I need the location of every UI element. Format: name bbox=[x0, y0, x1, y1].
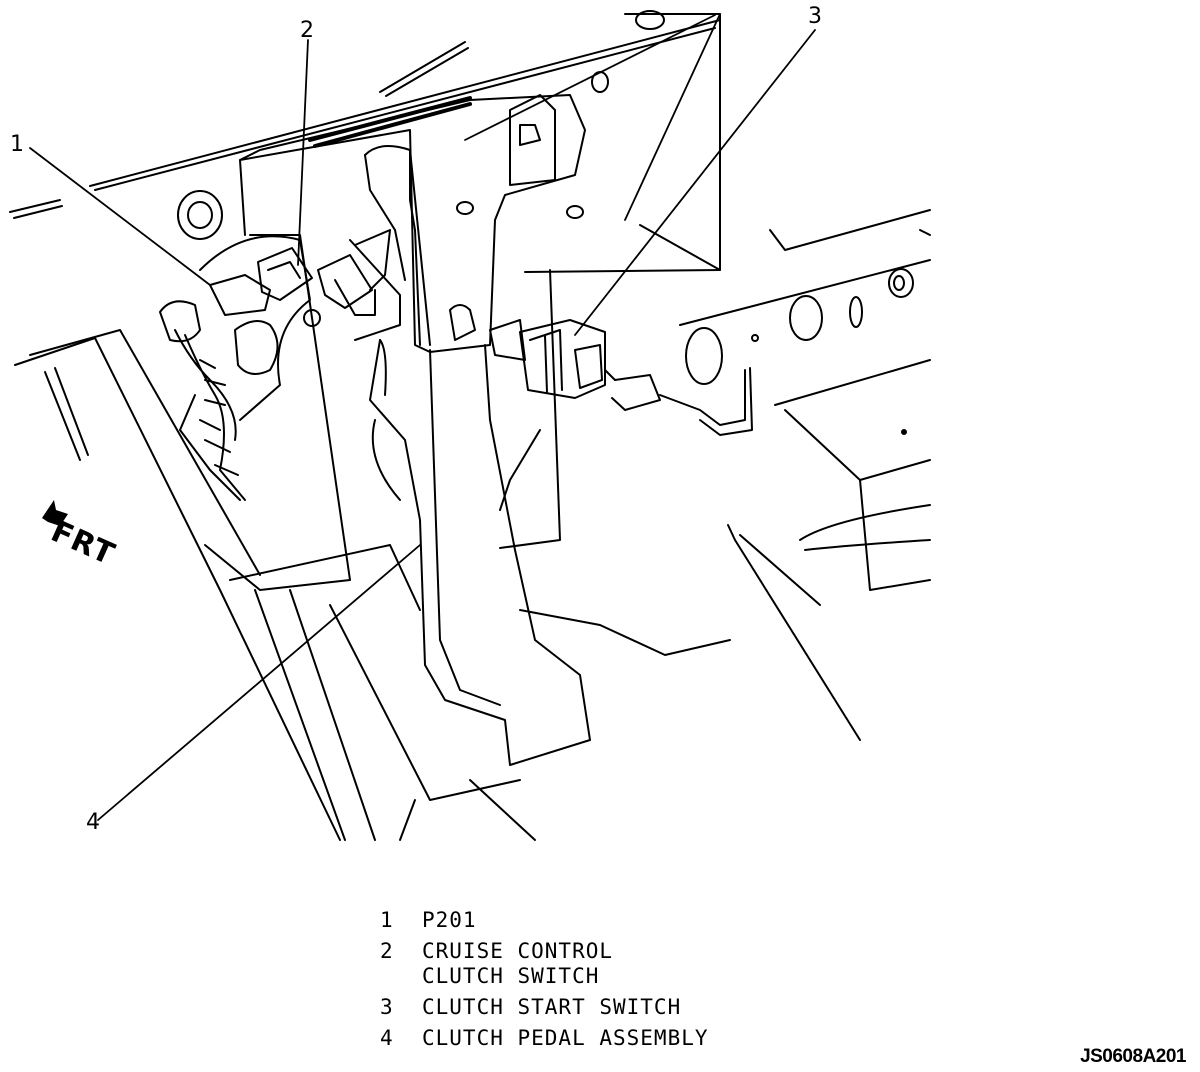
callout-2: 2 bbox=[300, 18, 314, 43]
pedal-bracket bbox=[204, 94, 586, 591]
legend-item: 4 CLUTCH PEDAL ASSEMBLY bbox=[380, 1026, 709, 1051]
legend-text: CLUTCH PEDAL ASSEMBLY bbox=[422, 1026, 709, 1050]
switch-connector-area bbox=[159, 235, 373, 501]
legend-number: 2 bbox=[380, 939, 394, 963]
legend-text: CRUISE CONTROL CLUTCH SWITCH bbox=[422, 939, 614, 988]
legend-item: 1 P201 bbox=[380, 908, 709, 933]
legend-number: 1 bbox=[380, 908, 394, 932]
legend: 1 P201 2 CRUISE CONTROL CLUTCH SWITCH 3 … bbox=[380, 908, 709, 1057]
legend-item: 3 CLUTCH START SWITCH bbox=[380, 995, 709, 1020]
floor-structure bbox=[14, 269, 731, 841]
callout-4: 4 bbox=[86, 810, 100, 835]
clutch-pedal bbox=[364, 145, 591, 766]
legend-text: CLUTCH START SWITCH bbox=[422, 995, 682, 1019]
legend-item: 2 CRUISE CONTROL CLUTCH SWITCH bbox=[380, 939, 709, 989]
legend-number: 3 bbox=[380, 995, 394, 1019]
forward-arrow-icon bbox=[42, 500, 68, 526]
legend-number: 4 bbox=[380, 1026, 394, 1050]
side-panel bbox=[679, 209, 931, 741]
callout-1: 1 bbox=[10, 132, 24, 157]
figure-id: JS0608A201 bbox=[1080, 1046, 1186, 1067]
clutch-start-switch bbox=[489, 319, 753, 436]
leader-lines bbox=[29, 13, 816, 821]
callout-3: 3 bbox=[808, 4, 822, 29]
legend-text: P201 bbox=[422, 908, 477, 932]
